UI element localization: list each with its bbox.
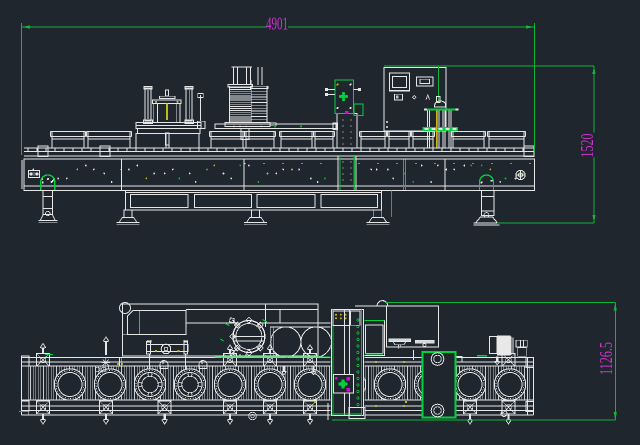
svg-text:1126.5: 1126.5 bbox=[596, 342, 616, 375]
svg-text:4901: 4901 bbox=[266, 14, 288, 34]
svg-text:1520: 1520 bbox=[577, 133, 597, 157]
